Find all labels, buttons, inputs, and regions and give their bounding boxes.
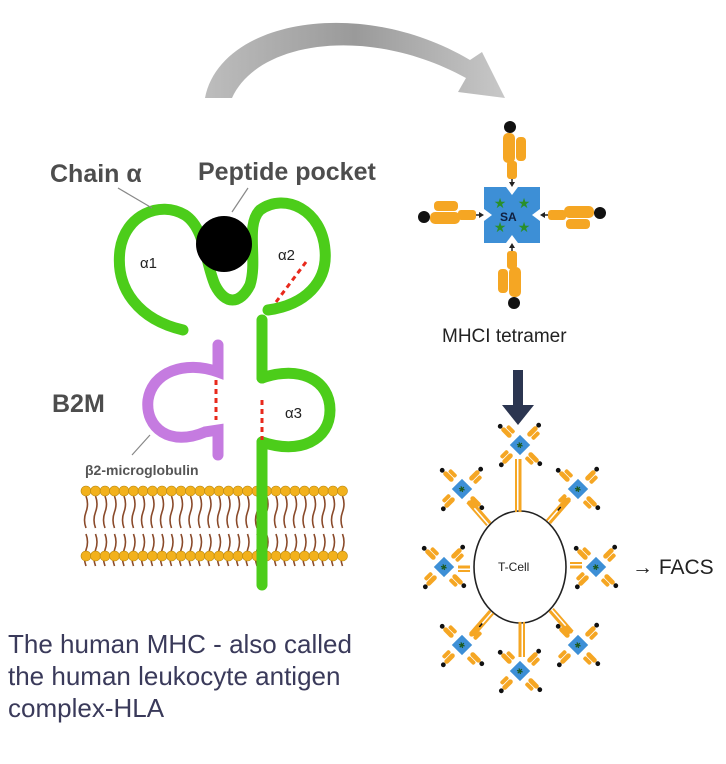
lipid [280,485,291,567]
caption-line-1: The human MHC - also called [8,629,352,659]
curved-arrow [205,22,505,98]
alpha2-label: α2 [278,247,296,264]
lipid [109,485,120,567]
streptavidin-core [484,187,540,243]
lipid [99,485,111,567]
lipid [308,485,320,567]
lipid [289,485,301,567]
bound-tetramer: ✱ [555,622,601,668]
lipid [118,485,130,567]
svg-text:✱: ✱ [590,562,601,573]
lipid [270,485,282,567]
b2-microglobulin-label: β2-microglobulin [85,462,199,478]
mhc-monomer [498,243,521,309]
svg-text:✱: ✱ [572,484,583,495]
svg-text:✱: ✱ [514,440,525,451]
leader-lines [117,187,249,456]
lipid [299,485,310,567]
biotin-star-icon: ★ [518,195,531,211]
tcr-stalk [469,610,492,635]
lipid [242,485,253,567]
down-arrow [502,370,534,425]
b2m-label: B2M [52,390,105,418]
lipid [90,485,101,567]
peptide-ball [196,216,252,272]
lipid [318,485,329,567]
alpha-chain [113,197,336,591]
svg-text:✱: ✱ [438,562,449,573]
lipid [175,485,187,567]
lipid [232,485,244,567]
lipid [166,485,177,567]
biotin-star-icon: ★ [494,219,507,235]
lipid [337,485,348,567]
tcr-stalk [548,610,571,635]
lipid [327,485,339,567]
caption: The human MHC - also called the human le… [8,628,438,724]
peptide-pocket-label: Peptide pocket [198,158,376,186]
biotin-star-icon: ★ [494,195,507,211]
mhc-tetramer: ★ ★ ★ ★ [418,121,606,309]
lipid [128,485,139,567]
lipid [80,485,92,567]
tetramer-label: MHCI tetramer [442,326,567,347]
svg-text:✱: ✱ [514,666,525,677]
mhc-monomer [540,206,606,229]
tcr-stalk [469,499,492,524]
alpha3-label: α3 [285,405,303,422]
svg-text:✱: ✱ [572,640,583,651]
mhc-monomer [418,201,484,224]
lipid [185,485,196,567]
tcr-stalk [548,499,571,524]
facs-label: → FACS [632,556,714,579]
lipid [204,485,215,567]
lipid [213,485,225,567]
b2m-domain [142,339,224,461]
svg-text:✱: ✱ [456,640,467,651]
t-cell-label: T-Cell [498,560,530,574]
lipid [156,485,168,567]
sa-label: SA [500,210,517,224]
mhc-monomer [503,121,526,187]
alpha1-label: α1 [140,255,158,272]
bound-tetramer: ✱ [439,466,485,512]
lipid [147,485,158,567]
biotin-star-icon: ★ [518,219,531,235]
caption-line-3: complex-HLA [8,693,165,723]
disulfide-bonds [214,261,308,440]
lipid [223,485,234,567]
lipid [194,485,206,567]
chain-alpha-label: Chain α [50,160,142,188]
svg-text:✱: ✱ [456,484,467,495]
cell-membrane [80,485,348,567]
caption-line-2: the human leukocyte antigen [8,661,341,691]
lipid [137,485,149,567]
